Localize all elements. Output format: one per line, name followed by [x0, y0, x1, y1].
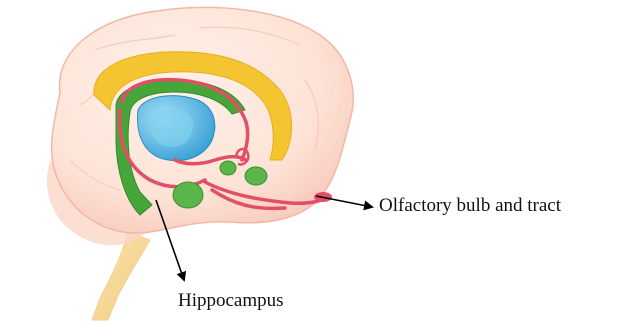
brainstem [92, 232, 150, 320]
olfactory-bulb-label: Olfactory bulb and tract [379, 195, 561, 217]
hippocampus-label: Hippocampus [178, 290, 284, 312]
